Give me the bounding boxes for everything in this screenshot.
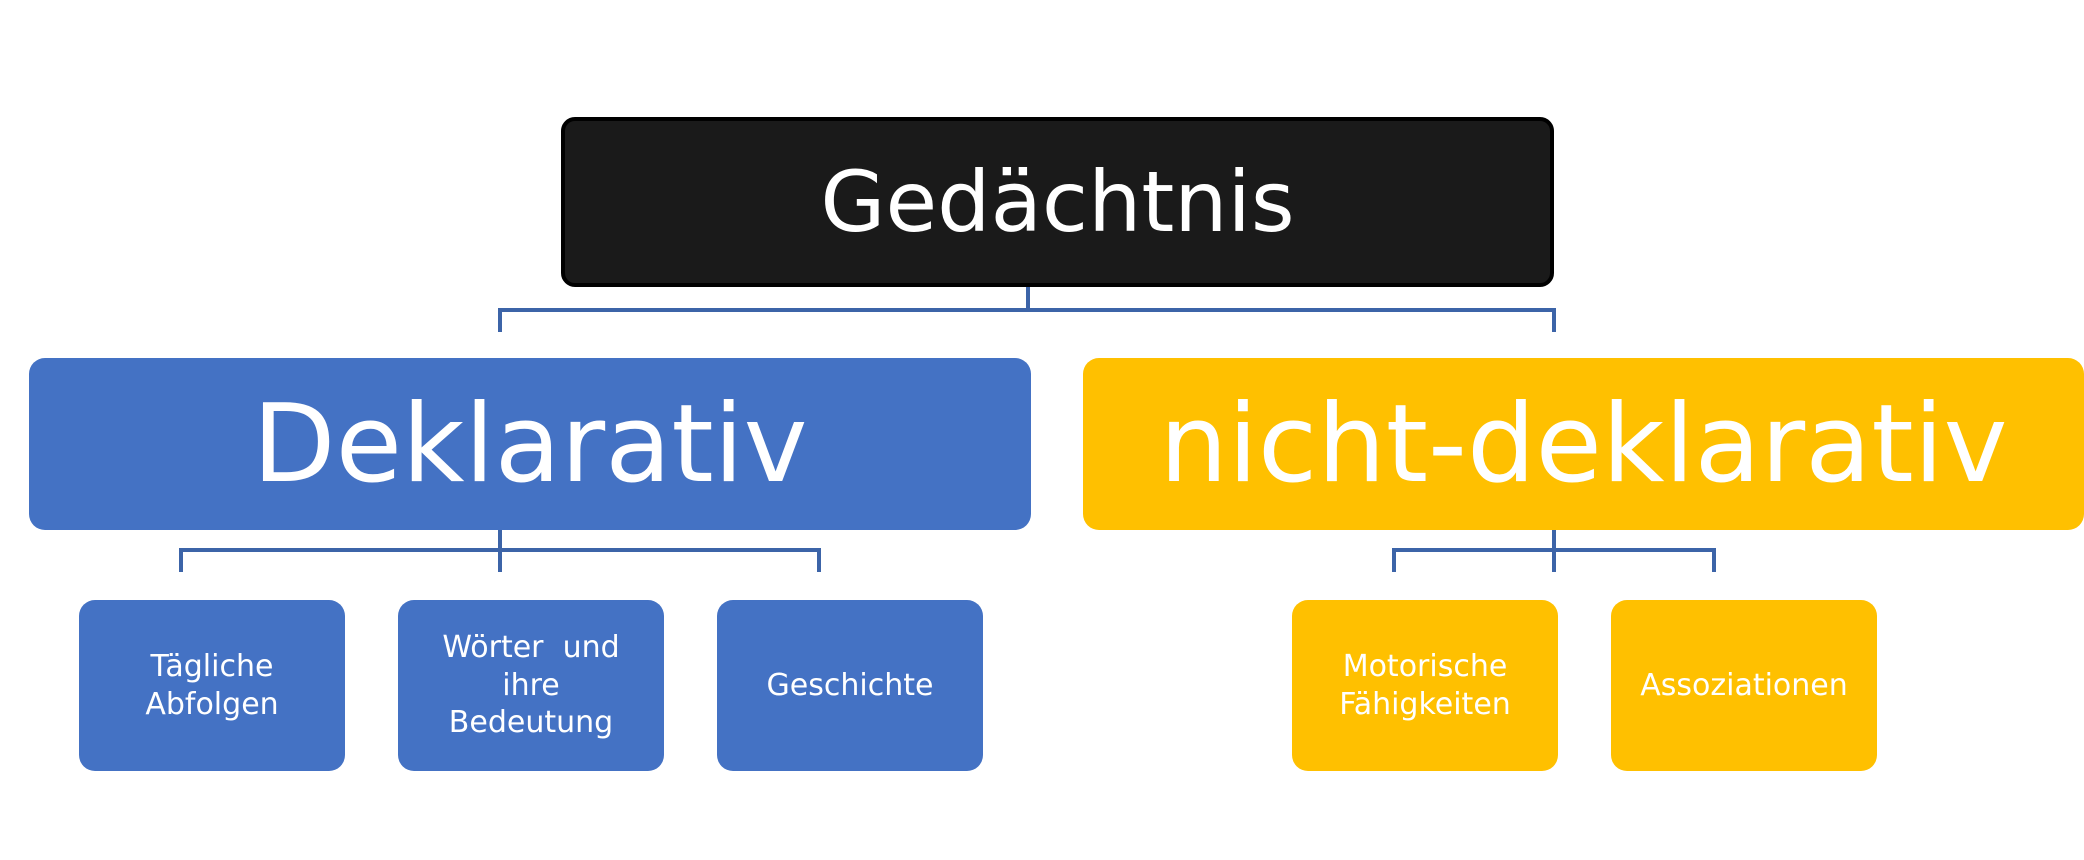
node-motorische-faehigkeiten: Motorische Fähigkeiten (1292, 600, 1558, 771)
node-assoziationen-label: Assoziationen (1640, 667, 1848, 703)
node-nicht-deklarativ: nicht-deklarativ (1083, 358, 2084, 530)
node-motorische-faehigkeiten-label: Motorische Fähigkeiten (1339, 649, 1511, 722)
node-nicht-deklarativ-label: nicht-deklarativ (1159, 381, 2008, 507)
node-gedaechtnis: Gedächtnis (561, 117, 1554, 287)
connector-declarative-bar (179, 548, 821, 572)
node-geschichte-label: Geschichte (766, 667, 934, 703)
node-gedaechtnis-label: Gedächtnis (820, 152, 1295, 251)
node-geschichte: Geschichte (717, 600, 983, 771)
node-deklarativ: Deklarativ (29, 358, 1031, 530)
node-taegliche-abfolgen-label: Tägliche Abfolgen (145, 649, 279, 722)
node-taegliche-abfolgen: Tägliche Abfolgen (79, 600, 345, 771)
node-assoziationen: Assoziationen (1611, 600, 1877, 771)
connector-root-bar (498, 308, 1556, 332)
node-woerter-und-ihre-bedeutung: Wörter und ihre Bedeutung (398, 600, 664, 771)
node-deklarativ-label: Deklarativ (252, 381, 808, 507)
node-woerter-und-ihre-bedeutung-label: Wörter und ihre Bedeutung (442, 630, 630, 741)
connector-nondeclarative-bar (1392, 548, 1716, 572)
